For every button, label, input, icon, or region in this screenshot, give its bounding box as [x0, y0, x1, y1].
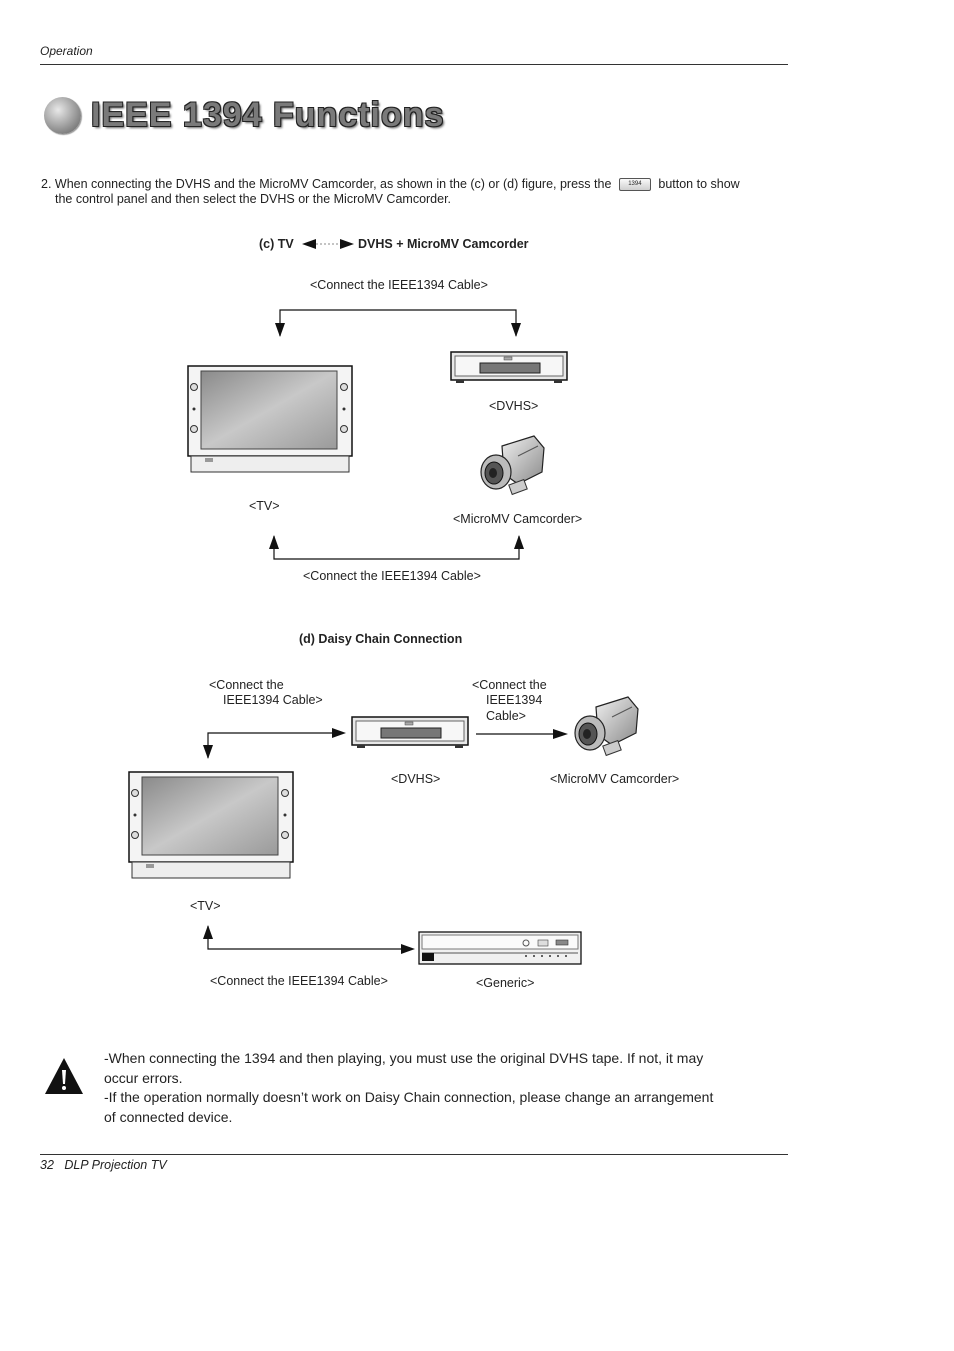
figure-d-cable-right-line3: Cable>: [486, 709, 526, 723]
figure-d-tv-generic-connector: [203, 925, 415, 954]
figure-d-tv-dvhs-connector: [203, 728, 346, 759]
figure-d-dvhs-camcorder-connector: [476, 729, 568, 739]
page-number: 32: [40, 1158, 54, 1172]
figure-d-cable-left-line2: IEEE1394 Cable>: [223, 693, 323, 707]
page-title-block: IEEE 1394 Functions: [44, 96, 444, 135]
figure-d-cable-left-line1: <Connect the: [209, 678, 284, 692]
bidirectional-arrow-icon: [302, 239, 354, 249]
figure-c-tv-label: <TV>: [249, 499, 280, 513]
figure-c-heading-right: DVHS + MicroMV Camcorder: [358, 237, 529, 251]
figure-d-generic-label: <Generic>: [476, 976, 535, 990]
header-rule: [40, 64, 788, 65]
instruction-text-3: the control panel and then select the DV…: [55, 192, 452, 206]
page-title: IEEE 1394 Functions: [91, 96, 445, 134]
instruction-text-2: button to show: [658, 177, 740, 191]
footer: 32 DLP Projection TV: [40, 1158, 167, 1172]
figure-d-cable-right-line1: <Connect the: [472, 678, 547, 692]
warning-line-2: occur errors.: [104, 1070, 183, 1086]
figure-d-cable-bottom-label: <Connect the IEEE1394 Cable>: [210, 974, 388, 988]
figure-c-cable-top-label: <Connect the IEEE1394 Cable>: [310, 278, 488, 292]
warning-line-4: of connected device.: [104, 1109, 233, 1125]
product-name: DLP Projection TV: [64, 1158, 167, 1172]
camcorder-icon: [574, 696, 639, 757]
figure-c-bottom-connector: [269, 535, 524, 560]
warning-icon: [45, 1058, 83, 1094]
figure-c-dvhs-label: <DVHS>: [489, 399, 539, 413]
figure-c-cable-bottom-label: <Connect the IEEE1394 Cable>: [303, 569, 481, 583]
dvhs-icon: [351, 716, 469, 748]
tv-icon: [128, 771, 294, 879]
warning-line-3: -If the operation normally doesn’t work …: [104, 1089, 714, 1105]
figure-d-dvhs-label: <DVHS>: [391, 772, 441, 786]
instruction-text-1: 2. When connecting the DVHS and the Micr…: [41, 177, 612, 191]
footer-rule: [40, 1154, 788, 1155]
tv-icon: [187, 365, 353, 473]
figure-c-heading-left: (c) TV: [259, 237, 294, 251]
dvhs-icon: [450, 351, 568, 383]
ieee1394-key-icon: 1394: [618, 178, 651, 192]
section-label: Operation: [40, 44, 93, 58]
figure-c-top-connector: [275, 309, 521, 337]
warning-line-1: -When connecting the 1394 and then playi…: [104, 1050, 704, 1066]
generic-device-icon: [418, 931, 582, 965]
figure-d-tv-label: <TV>: [190, 899, 221, 913]
camcorder-icon: [480, 435, 545, 496]
instruction-paragraph: 2. When connecting the DVHS and the Micr…: [41, 177, 801, 192]
figure-d-cable-right-line2: IEEE1394: [486, 693, 543, 707]
title-bullet-icon: [44, 97, 81, 134]
figure-d-heading: (d) Daisy Chain Connection: [299, 632, 463, 646]
figure-d-camcorder-label: <MicroMV Camcorder>: [550, 772, 680, 786]
figure-c-camcorder-label: <MicroMV Camcorder>: [453, 512, 583, 526]
